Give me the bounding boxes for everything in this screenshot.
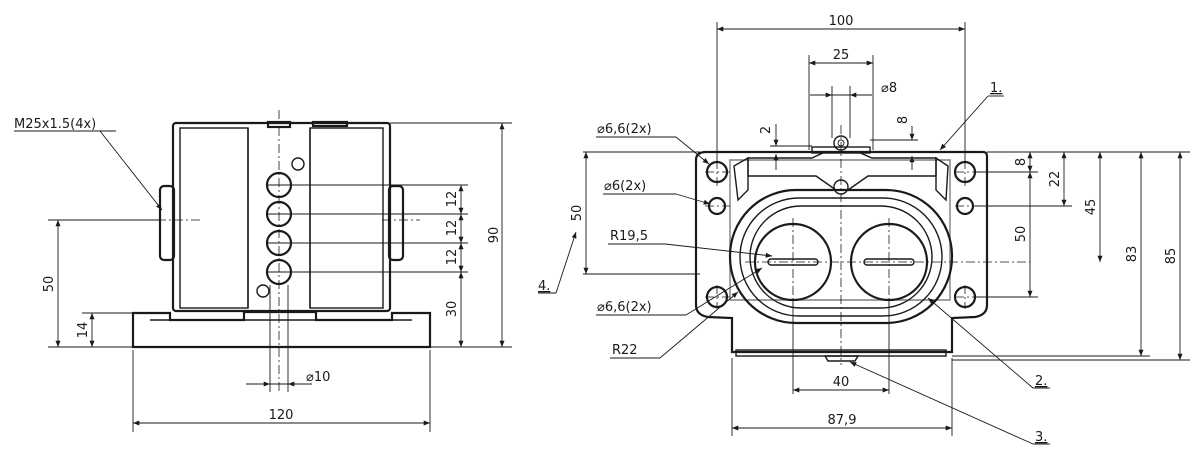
item-2-label: 2.: [1035, 374, 1047, 389]
mount-hole-bottom-label: ⌀6,6(2x): [597, 300, 652, 315]
dim-width-120: 120: [269, 408, 294, 423]
dim-85-right: 85: [1164, 248, 1179, 265]
dim-40-bottom: 40: [833, 375, 850, 390]
dim-pin-height-8: 8: [896, 116, 911, 124]
dim-height-90: 90: [487, 227, 502, 244]
terminal-column: [256, 157, 305, 298]
dim-pedal-width-25: 25: [833, 48, 850, 63]
dim-spacing-12a: 12: [445, 191, 460, 208]
item-1-label: 1.: [990, 81, 1002, 96]
mount-hole-top-label: ⌀6,6(2x): [597, 122, 652, 137]
side-base-plate: [131, 310, 432, 349]
dim-axis-height-50: 50: [42, 276, 57, 293]
dim-hole-spacing-left-50: 50: [570, 205, 585, 222]
dim-bore-10: ⌀10: [306, 370, 330, 385]
item-3-label: 3.: [1035, 430, 1047, 445]
dim-pin-diameter-8: ⌀8: [881, 81, 897, 96]
hole-small-label: ⌀6(2x): [604, 179, 646, 194]
dim-lower-30: 30: [445, 301, 460, 318]
item-4-label: 4.: [538, 279, 550, 294]
thread-callout: M25x1.5(4x): [14, 117, 96, 132]
front-view: 100 25 ⌀8 2 8 50 ⌀6,6(2x) ⌀6(2x) R19,5 ⌀…: [538, 14, 1190, 445]
dim-22-right: 22: [1048, 171, 1063, 188]
dim-8-right: 8: [1014, 158, 1029, 166]
side-view: 120 90 50 14 12 12 12 30 ⌀10 M25x1.5(4x): [14, 110, 512, 432]
front-housing: [694, 135, 989, 362]
dim-45-right: 45: [1084, 199, 1099, 216]
radius-inner-label: R19,5: [610, 229, 648, 244]
dim-spacing-12b: 12: [445, 220, 460, 237]
dim-spacing-12c: 12: [445, 249, 460, 266]
radius-outer-label: R22: [612, 343, 638, 358]
dim-base-14: 14: [76, 322, 91, 339]
dim-83-right: 83: [1125, 246, 1140, 263]
dim-879-bottom: 87,9: [828, 413, 857, 428]
dim-gap-2: 2: [759, 126, 774, 134]
dim-overall-width-100: 100: [829, 14, 854, 29]
dim-hole-spacing-right-50: 50: [1014, 226, 1029, 243]
